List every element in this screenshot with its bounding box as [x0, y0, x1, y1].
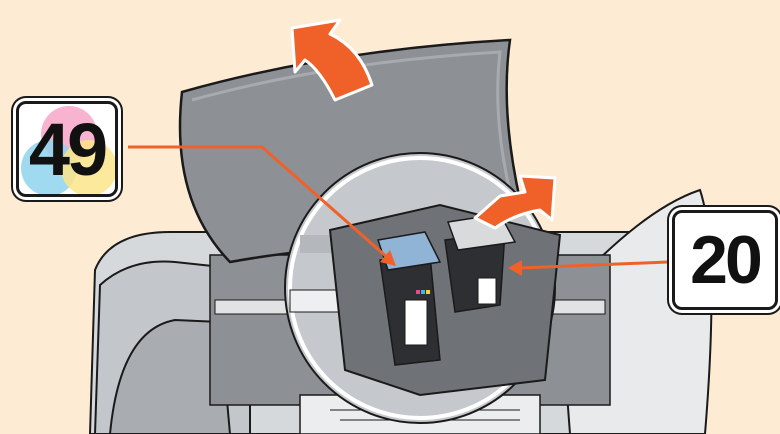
- lift-arrow-icon: [290, 18, 374, 102]
- leader-arrowhead-20: [508, 260, 522, 276]
- cartridge-20-callout: 20: [672, 210, 778, 310]
- cartridge-number-49: 49: [28, 107, 108, 191]
- cartridge-49-callout: 49: [16, 101, 118, 197]
- leader-line-49: [128, 145, 389, 260]
- leader-arrowhead-49: [380, 250, 396, 266]
- yellow-dot: [61, 140, 115, 194]
- magnifier-inset-icon: [284, 152, 562, 424]
- cartridge-number-20: 20: [690, 222, 763, 298]
- leader-line-20: [519, 260, 669, 270]
- push-arrow-icon: [473, 174, 557, 230]
